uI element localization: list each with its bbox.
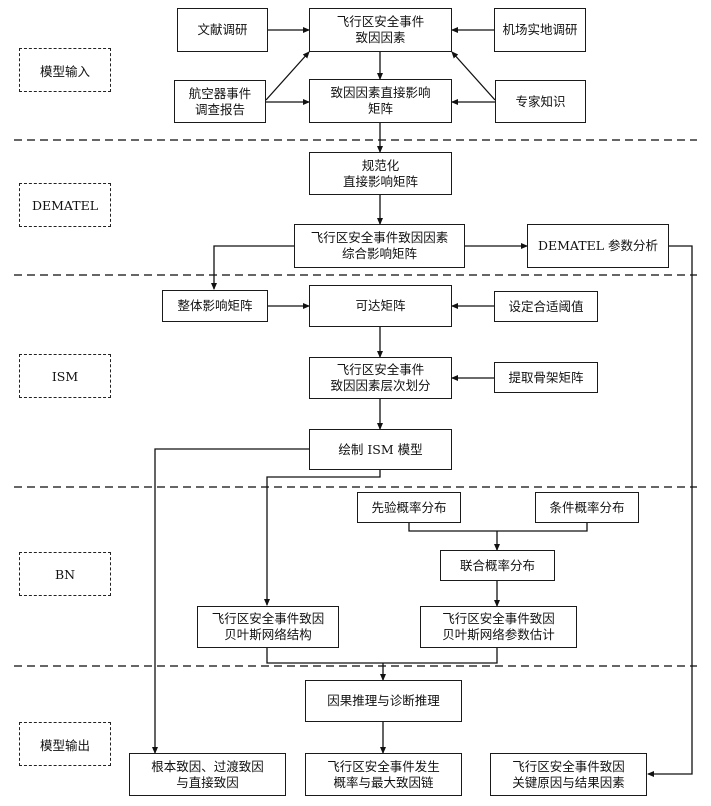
node-text: 关键原因与结果因素: [512, 774, 625, 790]
node-text: 设定合适阈值: [508, 298, 584, 314]
node-text: 根本致因、过渡致因: [151, 758, 264, 774]
node-text: 矩阵: [367, 101, 393, 116]
node-accident-reports: 航空器事件 调查报告: [174, 80, 266, 123]
arrow-expert-factors: [451, 51, 496, 101]
node-text: 整体影响矩阵: [177, 298, 253, 313]
node-field-survey: 机场实地调研: [494, 8, 586, 52]
node-text: 致因因素直接影响: [330, 85, 431, 100]
stage-bn: BN: [19, 552, 111, 596]
node-probability-chain: 飞行区安全事件发生 概率与最大致因链: [305, 753, 462, 796]
node-text: 致因因素: [355, 30, 406, 45]
link-bnstructure-inference: [266, 648, 383, 664]
node-total-influence-matrix: 飞行区安全事件致因因素 综合影响矩阵: [294, 224, 465, 268]
node-text: 先验概率分布: [371, 499, 447, 515]
node-overall-influence-matrix: 整体影响矩阵: [162, 290, 268, 322]
node-text: 飞行区安全事件致因: [442, 611, 555, 626]
node-text: 飞行区安全事件: [336, 362, 425, 377]
node-prior-distribution: 先验概率分布: [357, 492, 461, 523]
node-causal-factors: 飞行区安全事件 致因因素: [309, 8, 452, 52]
node-joint-distribution: 联合概率分布: [440, 550, 555, 581]
node-literature-review: 文献调研: [177, 8, 268, 52]
arrow-params-keyfactors: [647, 245, 693, 777]
node-text: 直接影响矩阵: [342, 173, 418, 189]
node-inference: 因果推理与诊断推理: [305, 680, 462, 722]
node-text: 提取骨架矩阵: [508, 369, 584, 385]
node-direct-influence-matrix: 致因因素直接影响 矩阵: [309, 79, 452, 123]
node-text: 航空器事件: [188, 85, 252, 101]
node-text: 飞行区安全事件: [336, 14, 425, 29]
node-text: 综合影响矩阵: [341, 246, 417, 261]
node-text: 飞行区安全事件发生: [327, 758, 440, 774]
link-bnparams-inference: [383, 648, 498, 664]
arrow-total-overall: [211, 245, 294, 290]
stage-model-output: 模型输出: [19, 722, 111, 766]
node-dematel-analysis: DEMATEL 参数分析: [527, 224, 669, 268]
arrow-ism-bnstructure: [264, 470, 381, 606]
node-text: 贝叶斯网络参数估计: [442, 627, 555, 642]
node-text: 条件概率分布: [549, 499, 625, 515]
node-text: 飞行区安全事件致因: [211, 611, 325, 626]
node-expert-knowledge: 专家知识: [495, 80, 586, 123]
node-normalized-matrix: 规范化 直接影响矩阵: [309, 152, 452, 195]
node-ism-model: 绘制 ISM 模型: [309, 429, 452, 470]
node-text: 机场实地调研: [502, 22, 578, 37]
arrow-reports-factors: [265, 51, 310, 101]
node-text: 贝叶斯网络结构: [224, 627, 312, 642]
stage-model-input: 模型输入: [19, 48, 111, 92]
node-level-partition: 飞行区安全事件 致因因素层次划分: [309, 357, 452, 399]
node-text: 文献调研: [197, 22, 248, 37]
node-bn-parameter-estimation: 飞行区安全事件致因 贝叶斯网络参数估计: [420, 606, 577, 648]
node-text: 飞行区安全事件致因: [512, 758, 625, 774]
stage-ism: ISM: [19, 354, 111, 398]
node-root-causes: 根本致因、过渡致因 与直接致因: [129, 753, 286, 796]
arrow-prior-joint: [408, 523, 497, 532]
arrow-ism-rootcauses: [152, 448, 309, 754]
arrow-conditional-joint: [497, 523, 588, 532]
node-text: 联合概率分布: [459, 557, 535, 573]
node-text: 绘制 ISM 模型: [338, 441, 423, 457]
node-reachability-matrix: 可达矩阵: [309, 285, 452, 327]
node-bn-structure: 飞行区安全事件致因 贝叶斯网络结构: [197, 606, 339, 648]
node-text: 概率与最大致因链: [333, 774, 434, 790]
node-text: 可达矩阵: [355, 298, 406, 313]
node-skeleton-matrix: 提取骨架矩阵: [494, 362, 598, 393]
node-text: 飞行区安全事件致因因素: [310, 230, 449, 245]
node-text: 专家知识: [515, 93, 566, 109]
stage-dematel: DEMATEL: [19, 183, 111, 227]
node-text: 调查报告: [194, 101, 245, 117]
node-threshold: 设定合适阈值: [494, 291, 598, 322]
node-text: 致因因素层次划分: [330, 378, 431, 393]
node-key-factors: 飞行区安全事件致因 关键原因与结果因素: [490, 753, 647, 796]
node-text: 因果推理与诊断推理: [327, 693, 440, 708]
node-text: 与直接致因: [176, 774, 239, 790]
node-conditional-distribution: 条件概率分布: [535, 492, 639, 523]
node-text: 规范化: [361, 157, 400, 173]
node-text: DEMATEL 参数分析: [537, 238, 659, 253]
